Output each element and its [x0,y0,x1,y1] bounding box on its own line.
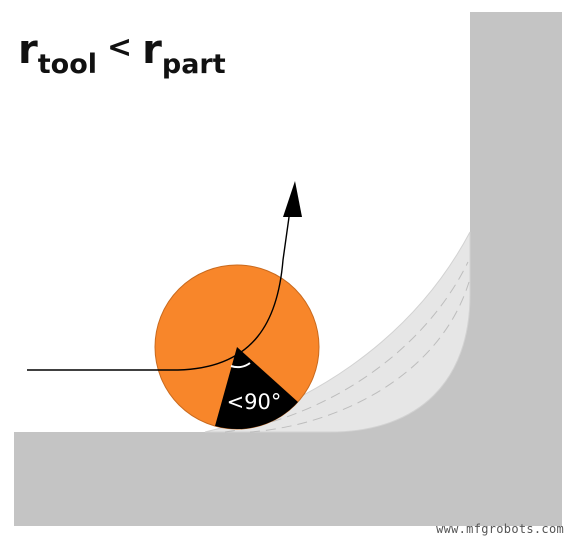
watermark: www.mfgrobots.com [436,522,564,536]
formula-operator: < [107,30,133,65]
formula-r-tool: r [18,27,38,73]
radius-formula: rtool<rpart [18,27,226,78]
angle-label: <90° [227,390,282,414]
part-workpiece [14,12,562,526]
stock-layer-line [249,281,470,433]
angle-arc [230,362,251,369]
formula-tool-subscript: tool [37,49,97,80]
formula-part-subscript: part [161,49,226,80]
formula-r-part: r [142,27,162,73]
tool-path [27,209,291,371]
tool-path-arrowhead [283,181,302,217]
